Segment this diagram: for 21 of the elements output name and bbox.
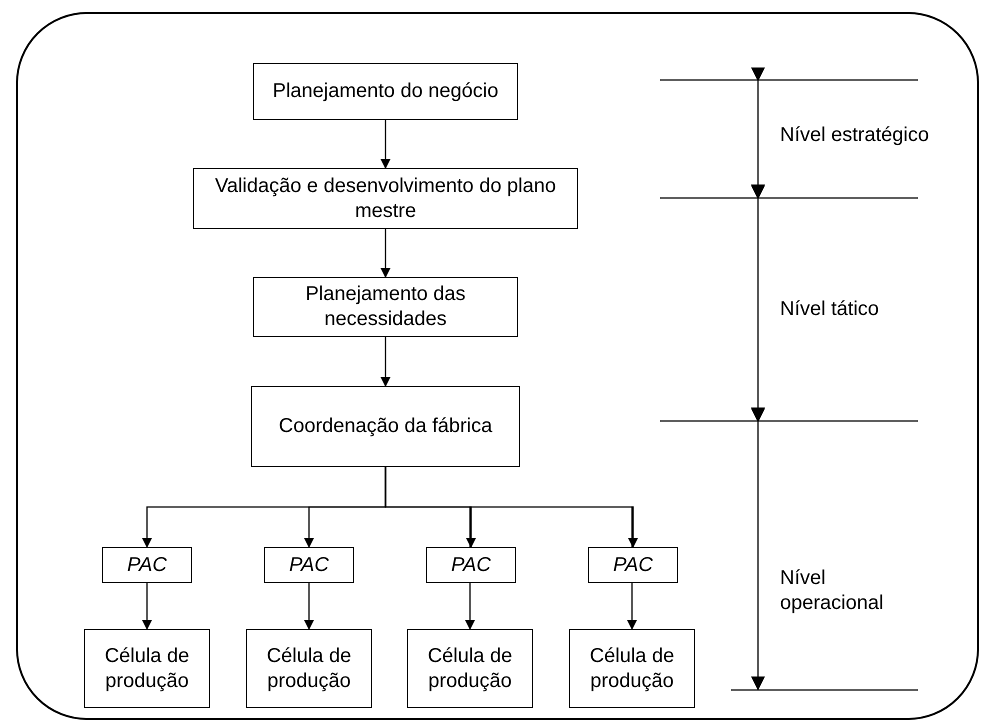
process-box: Célula de produção [407,629,533,708]
arrow [304,583,314,630]
level-label: Nível estratégico [780,123,930,148]
control-box: PAC [426,547,516,583]
control-box: PAC [264,547,354,583]
arrow [380,229,390,278]
process-box: Célula de produção [569,629,695,708]
process-box: Célula de produção [84,629,210,708]
arrow [380,337,390,387]
process-box: Coordenação da fábrica [251,386,520,467]
control-box: PAC [102,547,192,583]
level-label: Nível operacional [780,566,884,616]
level-label: Nível tático [780,297,880,322]
arrow [142,583,152,630]
process-box: Validação e desenvolvimento do plano mestre [193,168,578,229]
process-box: Planejamento das necessidades [253,277,518,337]
process-box: Planejamento do negócio [253,63,518,120]
arrow [384,467,638,548]
arrow [380,120,390,169]
control-box: PAC [588,547,678,583]
process-box: Célula de produção [246,629,372,708]
